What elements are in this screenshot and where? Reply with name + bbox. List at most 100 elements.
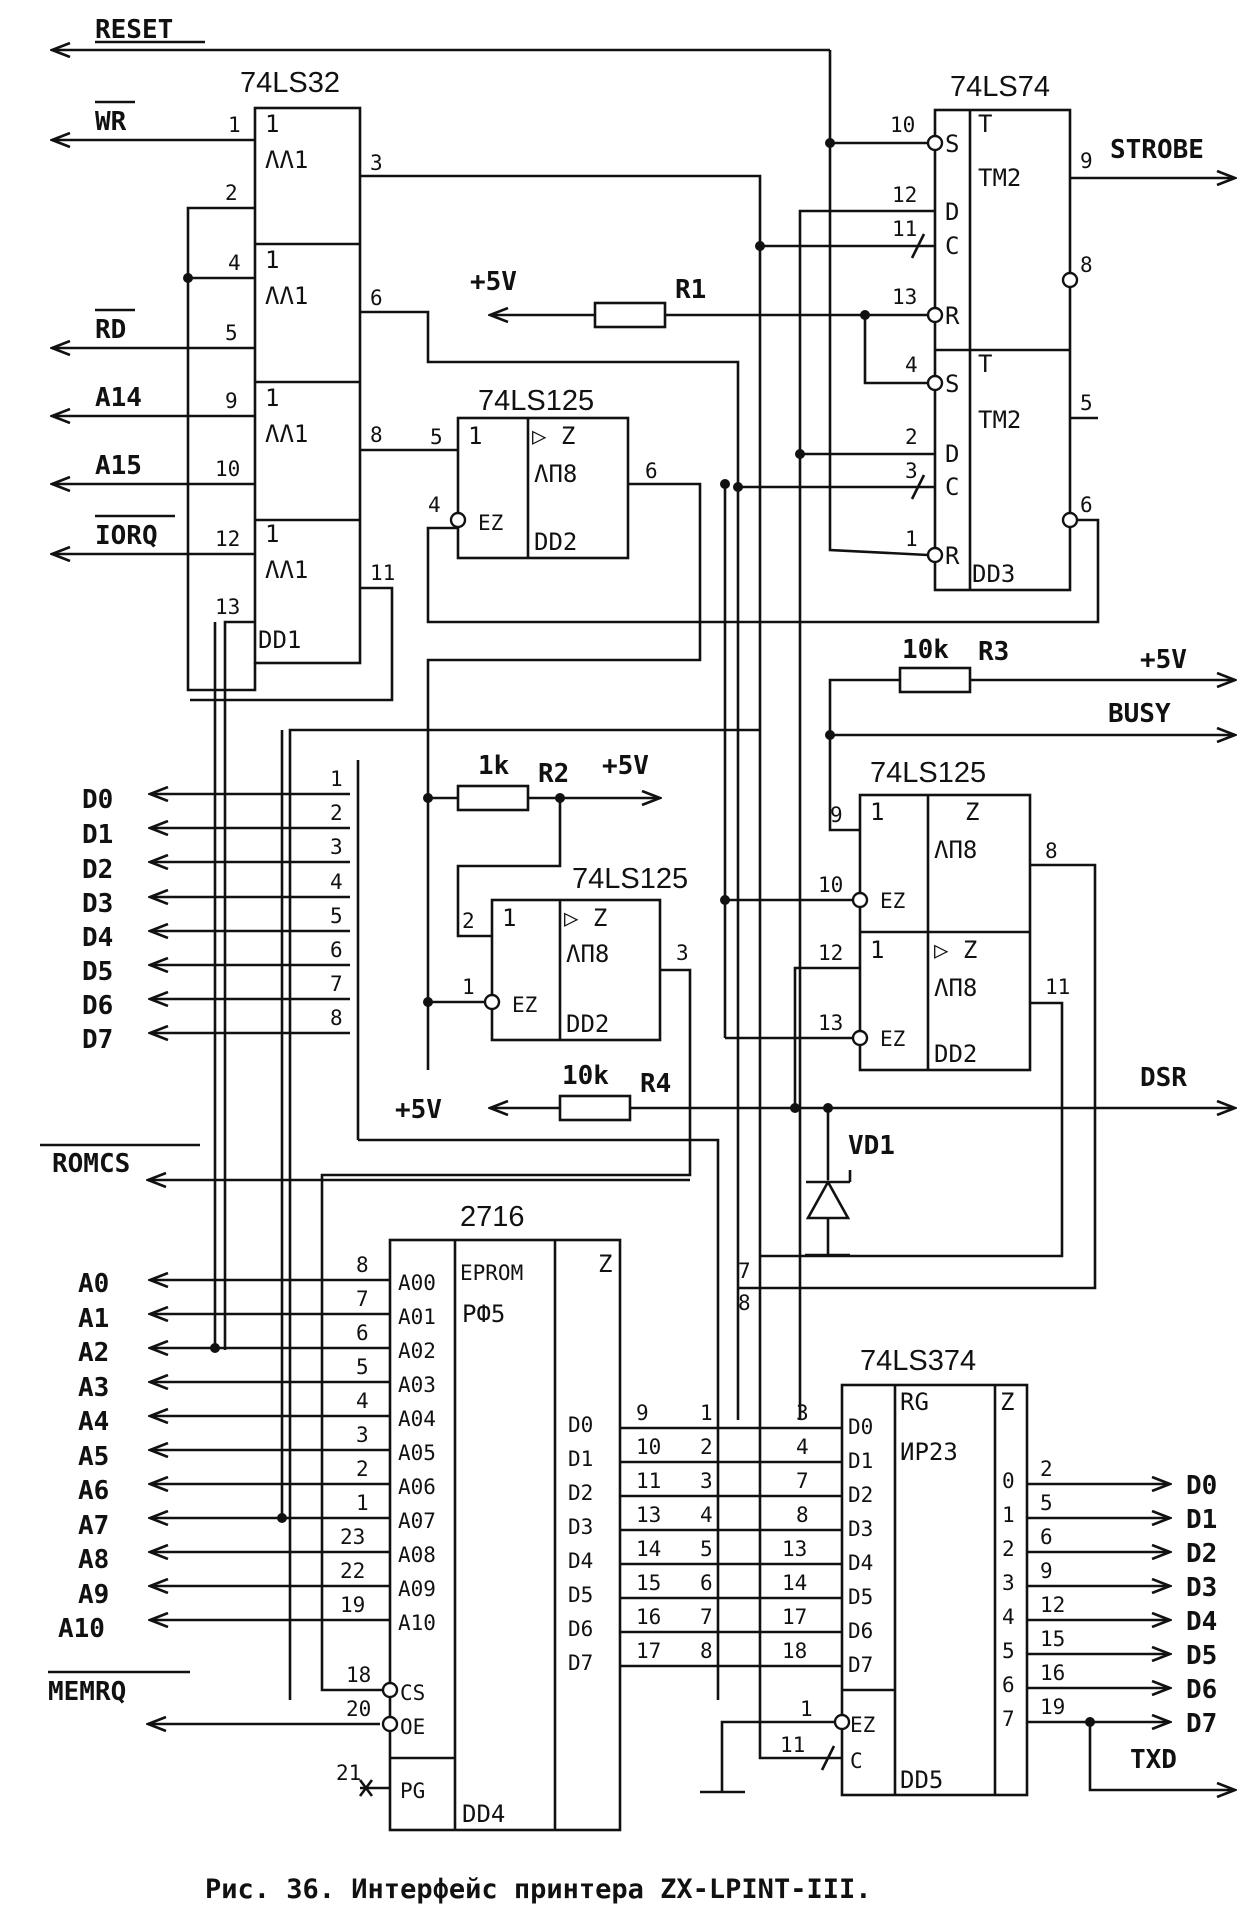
svg-text:17: 17 [782, 1605, 807, 1629]
dd2b-ref: DD2 [566, 1010, 609, 1038]
figure-caption: Рис. 36. Интерфейс принтера ZX-LPINT-III… [205, 1874, 871, 1905]
svg-text:8: 8 [370, 423, 383, 447]
svg-text:D0: D0 [568, 1413, 593, 1437]
svg-text:1: 1 [462, 975, 475, 999]
svg-text:10: 10 [818, 873, 843, 897]
svg-text:4: 4 [700, 1503, 713, 1527]
dd1-func-3: ΛΛ1 [265, 420, 308, 448]
svg-text:11: 11 [780, 1733, 805, 1757]
svg-text:23: 23 [340, 1525, 365, 1549]
svg-text:2: 2 [356, 1457, 369, 1481]
svg-text:9: 9 [1080, 149, 1093, 173]
svg-text:12: 12 [1040, 1593, 1065, 1617]
dd2a-part: 74LS125 [478, 385, 594, 417]
signal-strobe: STROBE [1110, 135, 1204, 165]
svg-text:6: 6 [1040, 1525, 1053, 1549]
svg-text:13: 13 [782, 1537, 807, 1561]
svg-text:6: 6 [370, 286, 383, 310]
svg-text:0: 0 [1002, 1469, 1015, 1493]
svg-text:8: 8 [1045, 839, 1058, 863]
r2-value: 1k [478, 751, 510, 781]
svg-text:C: C [850, 1749, 863, 1773]
svg-text:4: 4 [356, 1389, 369, 1413]
svg-text:A03: A03 [398, 1373, 436, 1397]
svg-text:1: 1 [1002, 1503, 1015, 1527]
svg-text:5: 5 [330, 904, 343, 928]
addr-a8: A8 [78, 1545, 109, 1575]
svg-text:10: 10 [636, 1435, 661, 1459]
svg-text:2: 2 [330, 801, 343, 825]
svg-text:4: 4 [428, 493, 441, 517]
svg-text:2: 2 [1002, 1537, 1015, 1561]
bus-d0: D0 [82, 785, 113, 815]
svg-text:19: 19 [1040, 1695, 1065, 1719]
dd1-ref: DD1 [258, 626, 301, 654]
resistor-r3: 10k R3 +5V BUSY [825, 635, 1235, 740]
signal-reset: RESET [95, 15, 173, 45]
svg-text:C: C [945, 473, 959, 501]
svg-text:D0: D0 [848, 1415, 873, 1439]
svg-text:11: 11 [636, 1469, 661, 1493]
svg-text:5: 5 [356, 1355, 369, 1379]
svg-text:C: C [945, 232, 959, 260]
svg-text:R: R [945, 542, 960, 570]
svg-text:▷ Z: ▷ Z [934, 936, 977, 964]
svg-text:5: 5 [1002, 1639, 1015, 1663]
dd5-ref: DD5 [900, 1766, 943, 1794]
svg-text:11: 11 [1045, 975, 1070, 999]
addr-a0: A0 [78, 1269, 109, 1299]
svg-text:6: 6 [330, 938, 343, 962]
svg-text:7: 7 [796, 1469, 809, 1493]
signal-wr: WR [95, 107, 127, 137]
svg-text:13: 13 [892, 285, 917, 309]
dd2a-func: ΛП8 [534, 460, 577, 488]
svg-text:3: 3 [796, 1401, 809, 1425]
dd2b-part: 74LS125 [572, 863, 688, 895]
svg-text:7: 7 [330, 972, 343, 996]
svg-text:D4: D4 [568, 1549, 593, 1573]
addr-a5: A5 [78, 1442, 109, 1472]
printer-d3: D3 [1186, 1573, 1217, 1603]
svg-text:A01: A01 [398, 1305, 436, 1329]
svg-text:D1: D1 [568, 1447, 593, 1471]
signal-rd: RD [95, 315, 126, 345]
svg-text:9: 9 [636, 1401, 649, 1425]
svg-text:1: 1 [228, 113, 241, 137]
r1-ref: R1 [675, 275, 706, 305]
printer-d4: D4 [1186, 1607, 1217, 1637]
svg-text:5: 5 [1080, 391, 1093, 415]
printer-d5: D5 [1186, 1641, 1217, 1671]
dd4-sub: EPROM [460, 1261, 523, 1285]
svg-text:D7: D7 [568, 1651, 593, 1675]
data-bus-left: D0 D1 D2 D3 D4 D5 D6 D7 1 2 3 4 5 6 7 8 [82, 728, 760, 1700]
svg-text:A09: A09 [398, 1577, 436, 1601]
dd4-func: PФ5 [462, 1300, 505, 1328]
svg-text:A00: A00 [398, 1271, 436, 1295]
chip-dd3: 74LS74 T TM2 T TM2 DD3 S D C R S D C R 1… [426, 71, 1235, 1420]
svg-text:12: 12 [892, 183, 917, 207]
svg-text:CS: CS [400, 1681, 425, 1705]
dd1-func-4: ΛΛ1 [265, 556, 308, 584]
bus-d1: D1 [82, 820, 113, 850]
romcs-signal: ROMCS [40, 1143, 690, 1180]
svg-text:1: 1 [265, 110, 279, 138]
svg-text:D6: D6 [848, 1619, 873, 1643]
dd4-part: 2716 [460, 1201, 525, 1233]
svg-text:21: 21 [336, 1761, 361, 1785]
dd3-part: 74LS74 [950, 71, 1050, 103]
svg-text:10: 10 [890, 113, 915, 137]
signal-dsr: DSR [1140, 1063, 1187, 1093]
dd3-func-2: TM2 [978, 406, 1021, 434]
svg-text:EZ: EZ [850, 1713, 875, 1737]
svg-text:8: 8 [796, 1503, 809, 1527]
svg-text:D3: D3 [848, 1517, 873, 1541]
svg-text:20: 20 [346, 1697, 371, 1721]
bus-d5: D5 [82, 957, 113, 987]
r3-supply: +5V [1140, 645, 1187, 675]
svg-text:Z: Z [1000, 1388, 1014, 1416]
svg-text:8: 8 [700, 1639, 713, 1663]
printer-d1: D1 [1186, 1505, 1217, 1535]
printer-d0: D0 [1186, 1471, 1217, 1501]
svg-text:13: 13 [818, 1011, 843, 1035]
svg-text:D4: D4 [848, 1551, 873, 1575]
